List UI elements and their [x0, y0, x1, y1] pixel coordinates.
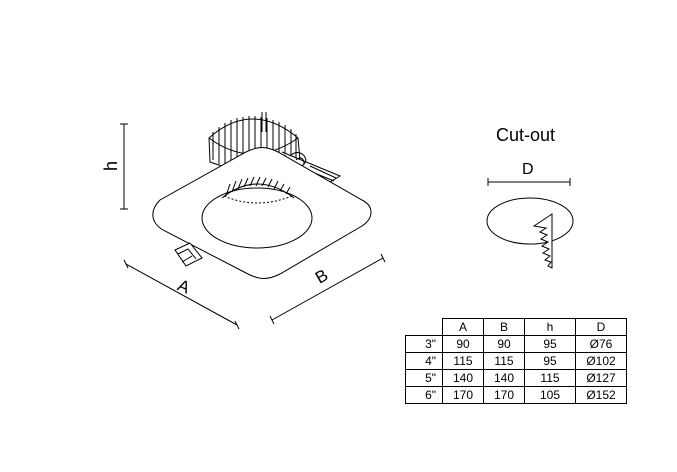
table-cell: 170 [483, 386, 525, 404]
height-label: h [101, 160, 122, 172]
table-header-blank [406, 319, 443, 336]
table-cell: 115 [442, 352, 484, 370]
table-row-size: 4" [405, 352, 443, 370]
table-cell: 140 [483, 369, 525, 387]
table-header-row: A B h D [406, 318, 627, 336]
table-cell: 115 [483, 352, 525, 370]
table-cell: 90 [483, 335, 525, 353]
reflector-opening [201, 176, 313, 249]
table-cell: 95 [524, 352, 576, 370]
a-dimension-line [123, 259, 240, 330]
table-row: 3" 90 90 95 Ø76 [405, 335, 627, 353]
table-cell: 105 [524, 386, 576, 404]
cutout-diameter-line [487, 178, 571, 186]
dimensions-table: A B h D 3" 90 90 95 Ø76 4" 115 115 95 Ø1… [405, 318, 627, 404]
cutout-hole [486, 197, 574, 245]
table-header-cell: B [483, 318, 525, 336]
table-cell: 95 [524, 335, 576, 353]
table-header-cell: h [524, 318, 576, 336]
table-header-cell: A [442, 318, 484, 336]
table-header-cell: D [575, 318, 627, 336]
table-row-size: 6" [405, 386, 443, 404]
table-cell: Ø102 [575, 352, 627, 370]
table-cell: 115 [524, 369, 576, 387]
bottom-connector [174, 242, 203, 267]
table-row: 5" 140 140 115 Ø127 [405, 369, 627, 387]
table-cell: Ø127 [575, 369, 627, 387]
table-row: 4" 115 115 95 Ø102 [405, 352, 627, 370]
table-cell: 170 [442, 386, 484, 404]
cutout-title: Cut-out [496, 125, 556, 145]
table-cell: 90 [442, 335, 484, 353]
b-dimension-line [269, 253, 386, 325]
cutout-diameter-label: D [522, 161, 534, 178]
table-cell: 140 [442, 369, 484, 387]
table-cell: Ø152 [575, 386, 627, 404]
height-dimension-line [120, 123, 128, 210]
table-cell: Ø76 [575, 335, 627, 353]
table-row-size: 3" [405, 335, 443, 353]
table-row-size: 5" [405, 369, 443, 387]
table-row: 6" 170 170 105 Ø152 [405, 386, 627, 404]
saw-blade [532, 213, 553, 269]
